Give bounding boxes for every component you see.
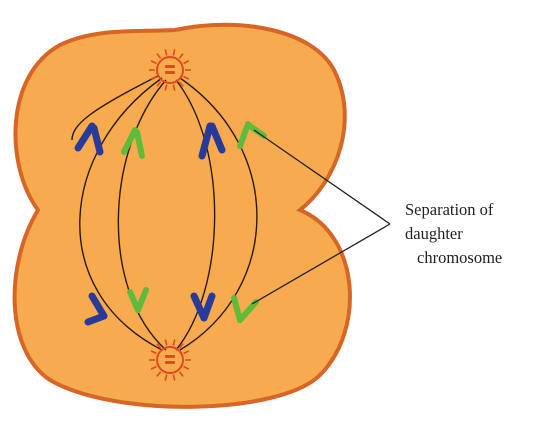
cell-body <box>15 25 350 407</box>
centriole <box>165 65 175 68</box>
centriole <box>165 361 175 364</box>
label-line-2: daughter <box>405 222 502 246</box>
separation-label: Separation of daughter chromosome <box>405 198 502 270</box>
centriole <box>165 355 175 358</box>
label-line-3: chromosome <box>405 246 502 270</box>
centriole <box>165 71 175 74</box>
label-line-1: Separation of <box>405 198 502 222</box>
